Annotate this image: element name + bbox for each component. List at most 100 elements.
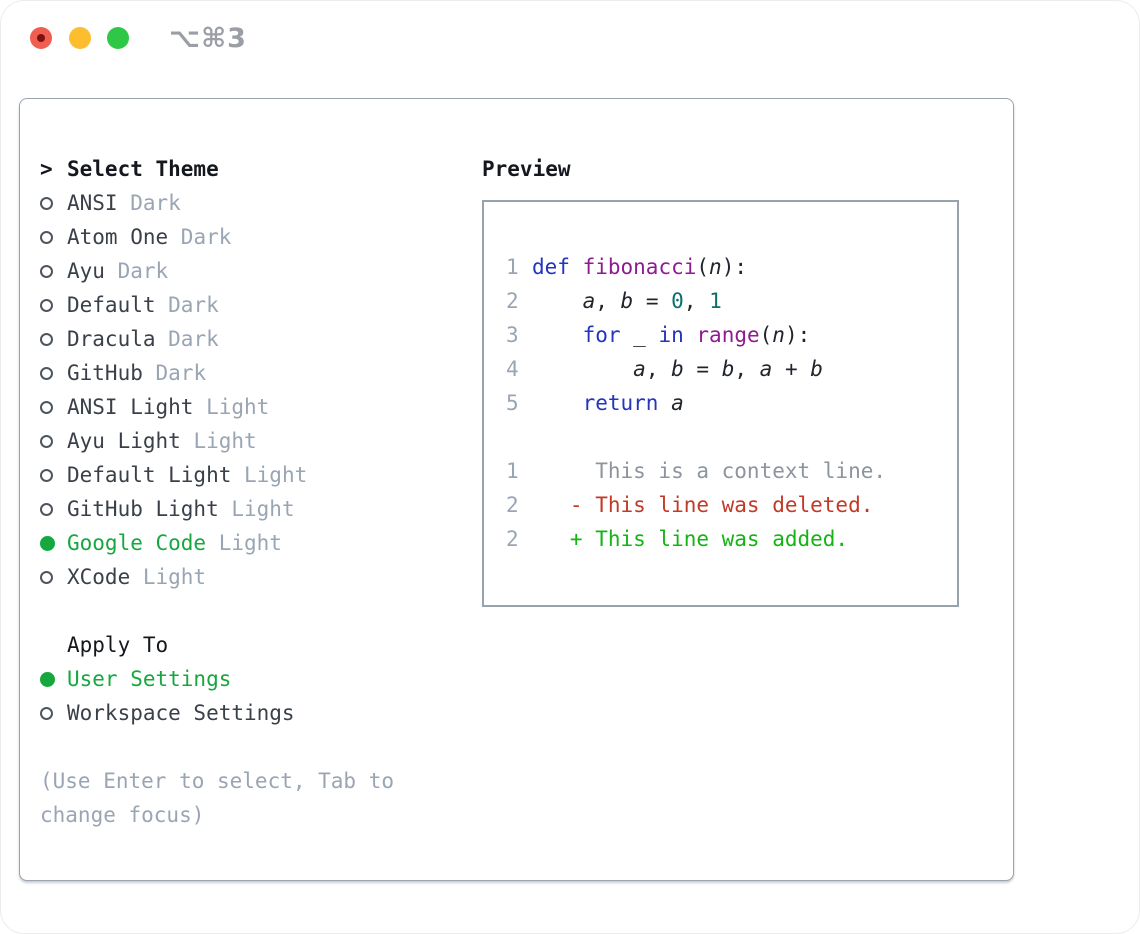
titlebar: ⌥⌘3 — [1, 1, 1139, 75]
theme-list-item[interactable]: Default Dark — [40, 288, 482, 322]
theme-list-item[interactable]: ANSI Light Light — [40, 390, 482, 424]
theme-list-column: > Select Theme ANSI Dark Atom One Dark A… — [20, 99, 482, 880]
code-token — [532, 357, 633, 381]
code-token — [684, 323, 697, 347]
radio-marker-icon — [40, 366, 67, 380]
apply-to-option[interactable]: Workspace Settings — [40, 696, 482, 730]
theme-variant: Light — [193, 429, 257, 453]
line-number: 1 — [506, 255, 519, 279]
theme-list-item[interactable]: Atom One Dark — [40, 220, 482, 254]
preview-gap — [506, 420, 957, 454]
code-token: 0 — [671, 289, 684, 313]
focus-caret-icon: > — [40, 157, 53, 181]
code-token: , — [645, 357, 672, 381]
minimize-button-icon[interactable] — [69, 27, 91, 49]
diff-text: - This line was deleted. — [532, 493, 874, 517]
theme-list-item[interactable]: ANSI Dark — [40, 186, 482, 220]
apply-to-label: Workspace Settings — [67, 701, 295, 725]
code-line: 5 return a — [506, 386, 957, 420]
radio-marker-icon — [40, 298, 67, 312]
zoom-button-icon[interactable] — [107, 27, 129, 49]
theme-variant: Dark — [180, 225, 232, 249]
preview-title: Preview — [482, 157, 571, 181]
theme-selector-panel: > Select Theme ANSI Dark Atom One Dark A… — [19, 98, 1014, 881]
code-token: in — [658, 323, 684, 347]
theme-name: Google Code — [67, 531, 219, 555]
theme-list-item[interactable]: XCode Light — [40, 560, 482, 594]
theme-name: Ayu — [67, 259, 118, 283]
radio-marker-icon — [40, 434, 67, 448]
line-number: 3 — [506, 323, 519, 347]
theme-variant: Light — [142, 565, 207, 589]
theme-variant: Dark — [168, 293, 219, 317]
code-token — [532, 323, 583, 347]
apply-to-list: User Settings Workspace Settings — [40, 662, 482, 730]
preview-box: 1 def fibonacci(n): 2 a, b = 0, 1 3 for … — [482, 200, 959, 607]
close-button-icon[interactable] — [30, 27, 52, 49]
radio-marker-icon — [40, 196, 67, 210]
apply-to-option[interactable]: User Settings — [40, 662, 482, 696]
theme-list-item[interactable]: GitHub Dark — [40, 356, 482, 390]
theme-variant: Light — [206, 395, 270, 419]
code-text: def fibonacci(n): — [532, 255, 747, 279]
theme-variant: Light — [218, 531, 282, 555]
theme-variant: Dark — [168, 327, 219, 351]
radio-marker-icon — [40, 230, 67, 244]
apply-to-label: User Settings — [67, 667, 232, 691]
theme-variant: Light — [244, 463, 308, 487]
theme-list-item[interactable]: Ayu Dark — [40, 254, 482, 288]
code-line: 4 a, b = b, a + b — [506, 352, 957, 386]
radio-marker-icon — [40, 468, 67, 482]
code-token: + — [772, 357, 811, 381]
preview-column: Preview 1 def fibonacci(n): 2 a, b = 0, … — [482, 99, 1013, 880]
code-text: a, b = b, a + b — [532, 357, 823, 381]
theme-list-item[interactable]: Default Light Light — [40, 458, 482, 492]
code-text: for _ in range(n): — [532, 323, 811, 347]
radio-marker-icon — [40, 502, 67, 516]
theme-name: Default — [67, 293, 169, 317]
diff-line: 1 This is a context line. — [506, 454, 957, 488]
theme-variant: Light — [231, 497, 295, 521]
code-token: a — [671, 391, 684, 415]
section-gap — [40, 594, 482, 628]
radio-marker-icon — [40, 671, 67, 687]
theme-variant: Dark — [155, 361, 207, 385]
select-theme-header: > Select Theme — [40, 152, 482, 186]
code-line: 2 a, b = 0, 1 — [506, 284, 957, 318]
window-title: ⌥⌘3 — [169, 23, 247, 54]
code-token — [570, 255, 583, 279]
line-number: 2 — [506, 493, 519, 517]
code-token: a — [582, 289, 596, 313]
theme-list-item[interactable]: Dracula Dark — [40, 322, 482, 356]
code-token: = — [633, 289, 672, 313]
line-number: 4 — [506, 357, 519, 381]
radio-marker-icon — [40, 570, 67, 584]
code-token: 1 — [709, 289, 722, 313]
theme-variant: Dark — [117, 259, 169, 283]
code-token: , — [595, 289, 621, 313]
theme-list-item[interactable]: Google Code Light — [40, 526, 482, 560]
code-token: b — [810, 357, 823, 381]
code-token: def — [532, 255, 570, 279]
code-token: , — [734, 357, 760, 381]
theme-name: GitHub — [67, 361, 156, 385]
code-token: = — [683, 357, 722, 381]
code-token: ): — [784, 323, 811, 347]
code-text: a, b = 0, 1 — [532, 289, 722, 313]
line-number: 1 — [506, 459, 519, 483]
theme-name: Ayu Light — [67, 429, 194, 453]
theme-list-item[interactable]: Ayu Light Light — [40, 424, 482, 458]
theme-name: GitHub Light — [67, 497, 232, 521]
theme-list-item[interactable]: GitHub Light Light — [40, 492, 482, 526]
code-token: ( — [759, 323, 773, 347]
code-token: , — [683, 289, 710, 313]
theme-name: Dracula — [67, 327, 169, 351]
code-token — [658, 391, 671, 415]
diff-line: 2 + This line was added. — [506, 522, 957, 556]
theme-name: ANSI — [67, 191, 131, 215]
code-preview: 1 def fibonacci(n): 2 a, b = 0, 1 3 for … — [506, 250, 957, 420]
code-token: for — [582, 323, 621, 347]
code-token: n — [772, 323, 785, 347]
